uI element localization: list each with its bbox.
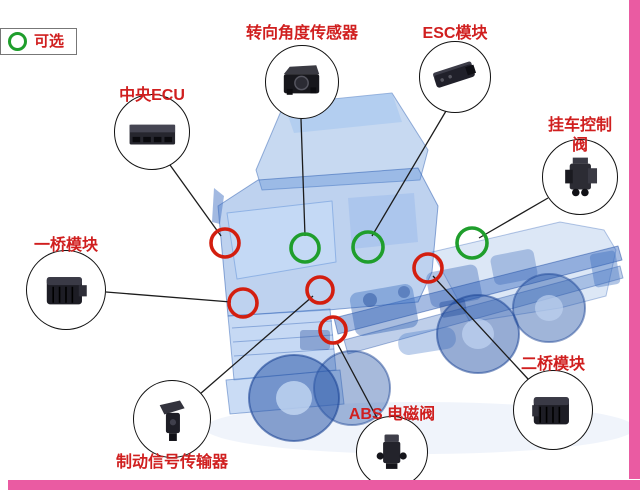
line-to-steering-sensor <box>300 118 306 237</box>
brake-signal-image <box>159 400 185 441</box>
callout-esc-module <box>419 41 491 113</box>
marker-rear-axle-module <box>412 252 444 284</box>
line-to-brake-signal <box>199 295 314 395</box>
marker-front-axle-module <box>227 287 259 319</box>
callout-front-axle-module <box>26 250 106 330</box>
truck-body <box>205 92 635 454</box>
abs-valve-image <box>376 434 408 470</box>
label-central-ecu: 中央ECU <box>119 87 185 104</box>
label-esc-module: ESC模块 <box>422 25 488 42</box>
marker-central-ecu <box>209 227 241 259</box>
callout-steering-sensor <box>265 45 339 119</box>
optional-marker-icon <box>8 32 27 51</box>
page-accent-right <box>629 0 640 479</box>
connector-lines <box>105 110 549 419</box>
callout-abs-valve <box>356 416 428 488</box>
line-to-rear-axle-module <box>432 275 529 380</box>
label-brake-signal: 制动信号传输器 <box>115 454 228 471</box>
callout-trailer-valve <box>542 139 618 215</box>
rear-axle-module-image <box>532 397 569 425</box>
front-axle-module-image <box>46 277 87 305</box>
callout-rear-axle-module <box>513 370 593 450</box>
label-abs-valve: ABS 电磁阀 <box>348 406 436 423</box>
line-to-esc-module <box>371 110 447 237</box>
label-rear-axle-module: 二桥模块 <box>520 356 585 373</box>
marker-esc-module <box>351 230 385 264</box>
legend-optional: 可选 <box>0 28 78 55</box>
label-trailer-valve: 挂车控制阀 <box>547 117 612 154</box>
esc-module-image <box>433 61 477 88</box>
marker-abs-valve <box>318 315 348 345</box>
steering-sensor-image <box>284 65 320 96</box>
page-accent-bottom <box>8 480 640 490</box>
central-ecu-image <box>129 124 175 145</box>
marker-steering-sensor <box>289 232 321 264</box>
line-to-central-ecu <box>169 164 222 237</box>
callout-brake-signal <box>133 380 211 458</box>
marker-brake-signal <box>305 275 335 305</box>
marker-trailer-valve <box>455 226 489 260</box>
callout-central-ecu <box>114 94 190 170</box>
legend-label: 可选 <box>34 33 65 50</box>
line-to-abs-valve <box>335 340 378 419</box>
label-steering-sensor: 转向角度传感器 <box>245 25 358 42</box>
location-markers <box>209 226 489 345</box>
label-front-axle-module: 一桥模块 <box>33 237 98 254</box>
line-to-front-axle-module <box>105 291 232 303</box>
line-to-trailer-valve <box>478 197 549 239</box>
trailer-valve-image <box>564 157 597 196</box>
